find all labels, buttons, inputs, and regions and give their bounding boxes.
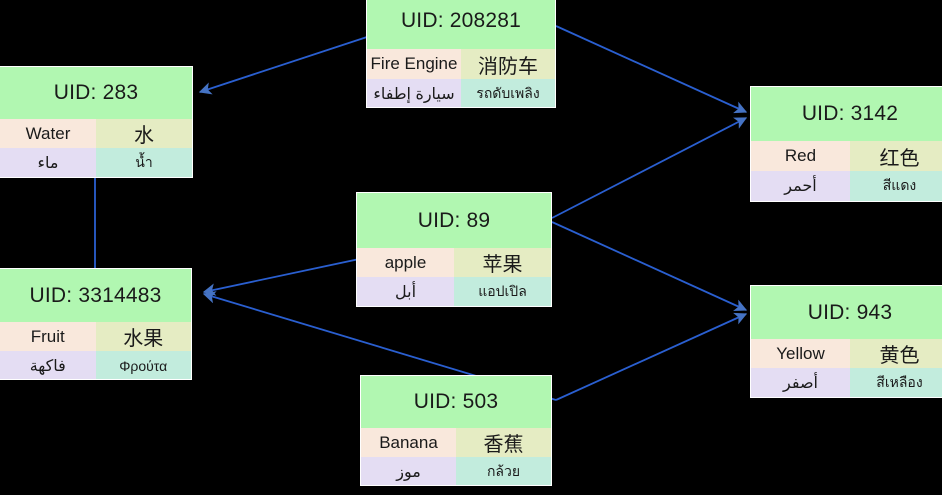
cell-english: Banana xyxy=(361,428,456,457)
node-title: UID: 3314483 xyxy=(0,269,191,322)
node-row-latin-cjk: Fruit 水果 xyxy=(0,322,191,351)
cell-english: Fire Engine xyxy=(367,49,461,79)
node-row-arabic-thai: أصفر สีเหลือง xyxy=(751,368,942,397)
node-fruit[interactable]: UID: 3314483 Fruit 水果 فاكهة Φρούτα xyxy=(0,268,192,380)
node-row-latin-cjk: Fire Engine 消防车 xyxy=(367,49,555,79)
node-apple[interactable]: UID: 89 apple 苹果 أبل แอปเปิล xyxy=(356,192,552,307)
cell-arabic: أبل xyxy=(357,277,454,306)
cell-chinese: 苹果 xyxy=(454,248,551,277)
cell-chinese: 消防车 xyxy=(461,49,555,79)
edge-apple-to-red xyxy=(551,117,748,219)
cell-english: Red xyxy=(751,141,850,171)
node-title: UID: 208281 xyxy=(367,0,555,49)
node-row-arabic-thai: موز กล้วย xyxy=(361,457,551,485)
node-row-arabic-thai: أحمر สีแดง xyxy=(751,171,942,201)
node-row-arabic-thai: ماء น้ำ xyxy=(0,148,192,177)
node-banana[interactable]: UID: 503 Banana 香蕉 موز กล้วย xyxy=(360,375,552,486)
cell-arabic: ماء xyxy=(0,148,96,177)
node-title: UID: 943 xyxy=(751,286,942,339)
cell-arabic: فاكهة xyxy=(0,351,96,379)
cell-thai: แอปเปิล xyxy=(454,277,551,306)
cell-arabic: سيارة إطفاء xyxy=(367,79,461,107)
cell-arabic: موز xyxy=(361,457,456,485)
cell-chinese: 香蕉 xyxy=(456,428,551,457)
cell-chinese: 红色 xyxy=(850,141,942,171)
node-title: UID: 283 xyxy=(0,67,192,119)
cell-thai: รถดับเพลิง xyxy=(461,79,555,107)
node-row-latin-cjk: apple 苹果 xyxy=(357,248,551,277)
edge-apple-to-yellow xyxy=(551,221,748,312)
cell-chinese: 水果 xyxy=(95,322,191,351)
node-yellow[interactable]: UID: 943 Yellow 黄色 أصفر สีเหลือง xyxy=(750,285,942,398)
node-title: UID: 3142 xyxy=(751,87,942,141)
node-title: UID: 503 xyxy=(361,376,551,428)
cell-thai: กล้วย xyxy=(456,457,551,485)
node-fire-engine[interactable]: UID: 208281 Fire Engine 消防车 سيارة إطفاء … xyxy=(366,0,556,108)
node-red[interactable]: UID: 3142 Red 红色 أحمر สีแดง xyxy=(750,86,942,202)
cell-chinese: 水 xyxy=(96,119,192,148)
edge-fire-to-red xyxy=(555,25,748,114)
cell-arabic: أحمر xyxy=(751,171,850,201)
node-row-latin-cjk: Red 红色 xyxy=(751,141,942,171)
node-title: UID: 89 xyxy=(357,193,551,248)
cell-thai: สีแดง xyxy=(850,171,942,201)
cell-english: Water xyxy=(0,119,96,148)
cell-chinese: 黄色 xyxy=(850,339,942,368)
cell-english: Yellow xyxy=(751,339,850,368)
edge-banana-to-yellow xyxy=(555,312,748,401)
node-row-latin-cjk: Water 水 xyxy=(0,119,192,148)
cell-thai: สีเหลือง xyxy=(850,368,942,397)
node-water[interactable]: UID: 283 Water 水 ماء น้ำ xyxy=(0,66,193,178)
edge-fire-to-water xyxy=(198,35,371,95)
node-row-latin-cjk: Yellow 黄色 xyxy=(751,339,942,368)
cell-english: apple xyxy=(357,248,454,277)
node-row-arabic-thai: أبل แอปเปิล xyxy=(357,277,551,306)
cell-english: Fruit xyxy=(0,322,96,351)
cell-arabic: أصفر xyxy=(751,368,850,397)
node-row-arabic-thai: سيارة إطفاء รถดับเพลิง xyxy=(367,79,555,107)
node-row-latin-cjk: Banana 香蕉 xyxy=(361,428,551,457)
cell-thai: น้ำ xyxy=(96,148,192,177)
cell-greek: Φρούτα xyxy=(95,351,191,379)
node-row-arabic-thai: فاكهة Φρούτα xyxy=(0,351,191,379)
